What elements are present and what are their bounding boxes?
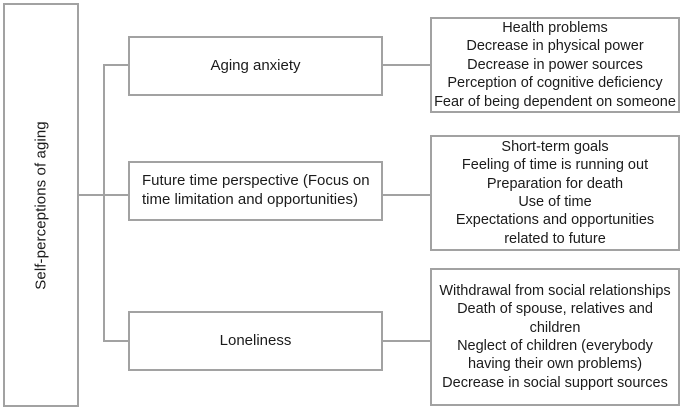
root-node-label: Self-perceptions of aging [32, 120, 50, 290]
detail-item: Short-term goals [501, 138, 609, 155]
connector-spine-to-category-2 [103, 340, 130, 342]
detail-item: Withdrawal from social relationships [439, 282, 671, 299]
category-node-loneliness: Loneliness [128, 311, 383, 371]
detail-item: Decrease in social support sources [442, 374, 668, 391]
connector-category-0-to-details-0 [381, 64, 432, 66]
detail-item: Preparation for death [486, 175, 624, 192]
detail-item: Expectations and opportunities related t… [455, 212, 655, 247]
detail-item: Use of time [518, 194, 592, 210]
root-node-self-perceptions-of-aging: Self-perceptions of aging [3, 3, 79, 407]
category-node-aging-anxiety: Aging anxiety [128, 36, 383, 96]
detail-item: Decrease in power sources [467, 56, 643, 73]
connector-category-2-to-details-2 [381, 340, 432, 342]
category-label-2: Loneliness [219, 331, 292, 349]
connector-category-1-to-details-1 [381, 194, 432, 196]
detail-item: Decrease in physical power [466, 38, 644, 55]
connector-vertical-spine [103, 64, 105, 342]
detail-item: Neglect of children (everybody having th… [457, 338, 653, 373]
category-label-1: Future time perspective (Focus on time l… [142, 172, 370, 208]
detail-item: Health problems [502, 19, 608, 36]
detail-item: Fear of being dependent on someone [434, 93, 676, 110]
category-node-future-time-perspective: Future time perspective (Focus on time l… [128, 161, 383, 221]
connector-root-to-spine [79, 194, 105, 196]
connector-spine-to-category-0 [103, 64, 130, 66]
detail-item: Perception of cognitive deficiency [447, 75, 663, 92]
detail-item: Death of spouse, relatives and children [457, 301, 653, 336]
connector-spine-to-category-1 [103, 194, 130, 196]
category-label-0: Aging anxiety [210, 56, 301, 74]
detail-item: Feeling of time is running out [461, 157, 649, 174]
